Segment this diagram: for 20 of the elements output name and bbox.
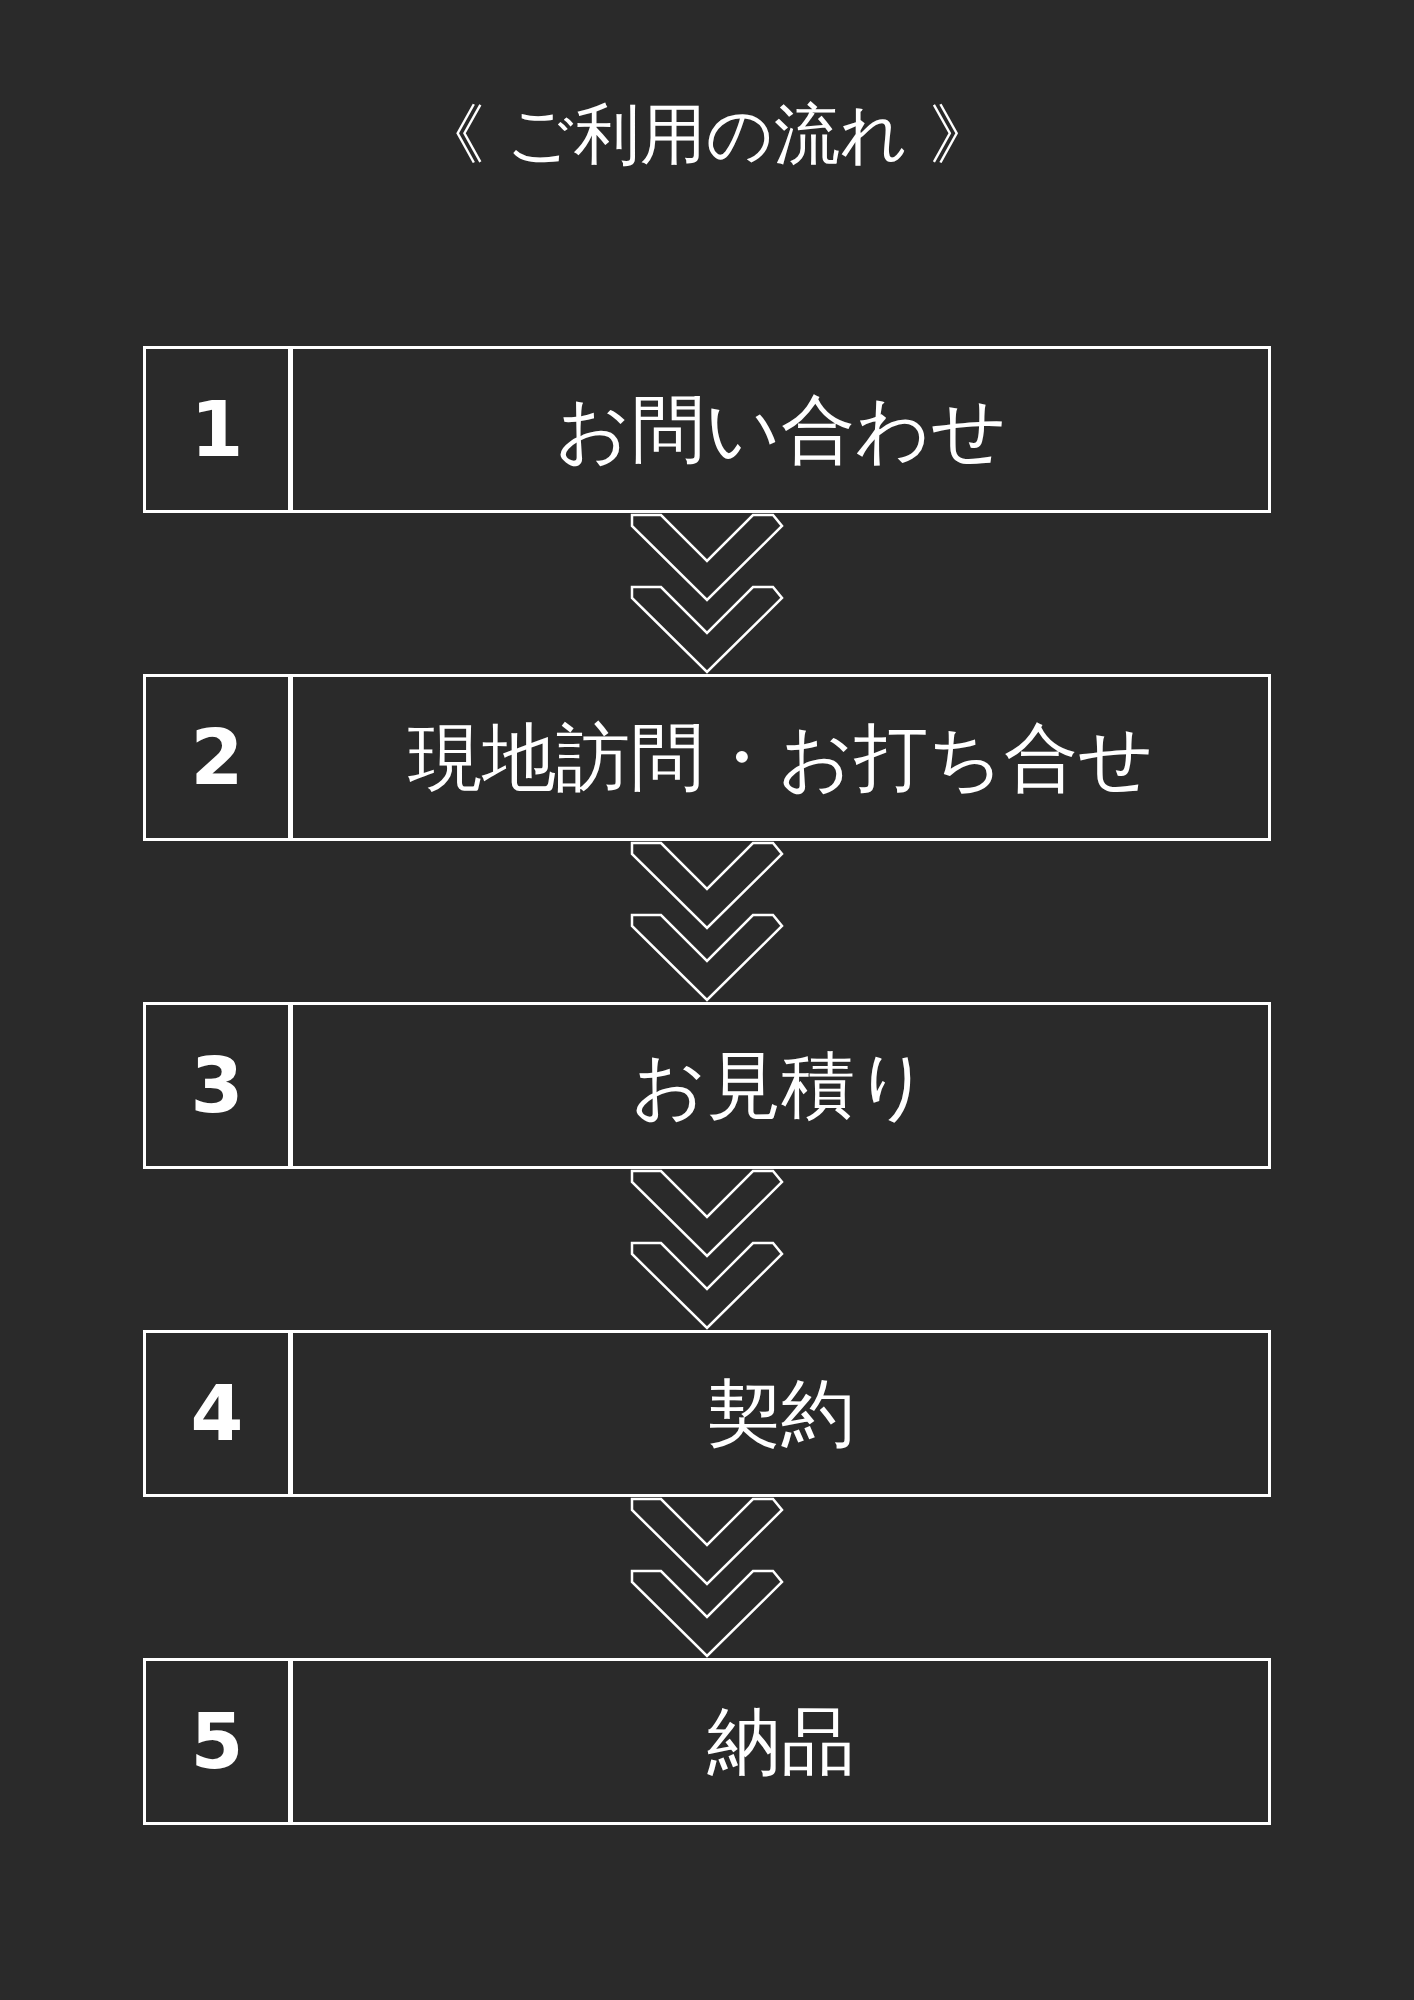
step-label: お見積り	[630, 1041, 931, 1130]
step-box	[143, 1002, 1271, 1169]
step-label: 契約	[706, 1369, 855, 1458]
step-box	[143, 1330, 1271, 1497]
step-box	[143, 1658, 1271, 1825]
step-label: 現地訪問・お打ち合せ	[407, 713, 1154, 802]
step-number: 4	[146, 1333, 293, 1494]
step-label: お問い合わせ	[554, 385, 1007, 474]
double-chevron-arrow	[630, 513, 784, 674]
step-label: 納品	[706, 1697, 855, 1786]
double-chevron-arrow	[630, 1497, 784, 1658]
double-chevron-arrow	[630, 841, 784, 1002]
step-box	[143, 346, 1271, 513]
step-number: 5	[146, 1661, 293, 1822]
step-number: 1	[146, 349, 293, 510]
double-chevron-arrow	[630, 1169, 784, 1330]
step-box	[143, 674, 1271, 841]
title: 《 ご利用の流れ 》	[418, 95, 996, 175]
step-number: 2	[146, 677, 293, 838]
step-number: 3	[146, 1005, 293, 1166]
